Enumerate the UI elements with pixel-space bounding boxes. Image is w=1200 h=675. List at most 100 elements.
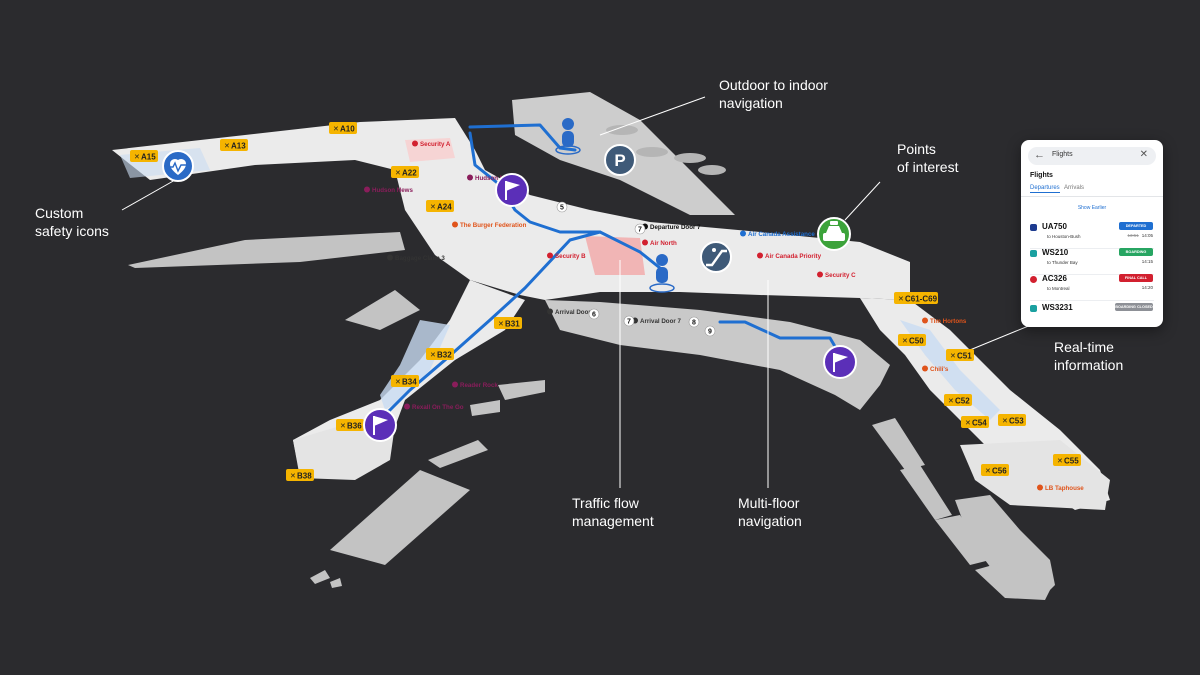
gate-label: C50 — [909, 337, 924, 346]
flight-row[interactable]: WS210 to Thunder Bay BOARDING 14:15 — [1021, 245, 1163, 275]
flight-number: WS210 — [1042, 248, 1069, 257]
place-label: LB Taphouse — [1045, 485, 1084, 492]
show-earlier-link[interactable]: Show Earlier — [1077, 205, 1107, 211]
gate-label: C53 — [1009, 417, 1024, 426]
gate-badge-c56[interactable]: ✕C56 — [981, 464, 1009, 476]
place-hudson-news[interactable]: Hudson News — [467, 174, 516, 183]
plane-icon: ✕ — [1057, 457, 1063, 465]
plane-icon: ✕ — [333, 125, 339, 133]
taxi-icon[interactable] — [817, 217, 851, 251]
place-label: Tim Hortons — [930, 318, 967, 325]
gate-label: B31 — [505, 320, 520, 329]
person-icon[interactable] — [649, 254, 675, 293]
gate-badge-b31[interactable]: ✕B31 — [494, 317, 522, 329]
place-air-north[interactable]: Air North — [642, 239, 677, 248]
flag-icon[interactable] — [495, 173, 529, 207]
place-lb-taphouse[interactable]: LB Taphouse — [1037, 484, 1084, 493]
close-icon[interactable]: ✕ — [1139, 149, 1148, 160]
place-baggage-claim-3[interactable]: Baggage Claim 3 — [387, 254, 445, 263]
place-security-b[interactable]: Security B — [547, 252, 586, 261]
gate-badge-a22[interactable]: ✕A22 — [391, 166, 419, 178]
gate-badge-a15[interactable]: ✕A15 — [130, 150, 158, 162]
place-label: Chili's — [930, 366, 949, 373]
back-arrow-icon[interactable]: ← — [1034, 149, 1045, 161]
tab-departures[interactable]: Departures — [1030, 185, 1060, 193]
flight-time: 14:20 — [1141, 285, 1153, 290]
flight-destination: to Montreal — [1047, 286, 1070, 291]
gate-badge-c55[interactable]: ✕C55 — [1053, 454, 1081, 466]
gate-badge-c51[interactable]: ✕C51 — [946, 349, 974, 361]
place-the-burger-federation[interactable]: The Burger Federation — [452, 221, 527, 230]
callout-multi-floor: Multi-floor navigation — [738, 495, 802, 529]
heart-monitor-icon[interactable] — [162, 150, 194, 182]
place-arrival-door-6[interactable]: Arrival Door 6 — [547, 308, 596, 317]
parking-icon[interactable]: P — [604, 144, 636, 176]
gate-badge-b34[interactable]: ✕B34 — [391, 375, 419, 387]
tab-arrivals[interactable]: Arrivals — [1064, 185, 1085, 191]
gate-label: B36 — [347, 422, 362, 431]
escalator-icon[interactable] — [700, 241, 732, 273]
place-reader-rock[interactable]: Reader Rock — [452, 381, 498, 390]
place-security-a[interactable]: Security A — [412, 140, 451, 149]
door-number-marker: 9 — [704, 325, 716, 337]
gate-badges: ✕A10✕A13✕A15✕A22✕A24✕B31✕B32✕B34✕B36✕B38… — [130, 122, 1081, 481]
plane-icon: ✕ — [430, 351, 436, 359]
place-chili-s[interactable]: Chili's — [922, 365, 949, 374]
plane-icon: ✕ — [395, 169, 401, 177]
place-tim-hortons[interactable]: Tim Hortons — [922, 317, 967, 326]
svg-text:8: 8 — [692, 320, 696, 327]
plane-icon: ✕ — [985, 467, 991, 475]
gate-badge-c52[interactable]: ✕C52 — [944, 394, 972, 406]
flight-status-badge: DEPARTED — [1119, 222, 1153, 230]
plane-icon: ✕ — [1002, 417, 1008, 425]
place-label: Air North — [650, 240, 677, 247]
place-arrival-door-7[interactable]: Arrival Door 7 — [632, 317, 681, 326]
airline-logo-icon — [1030, 224, 1037, 231]
flight-new-time: 14:05 — [1141, 233, 1153, 238]
gate-badge-c53[interactable]: ✕C53 — [998, 414, 1026, 426]
gate-label: A10 — [340, 125, 355, 134]
gate-label: C56 — [992, 467, 1007, 476]
place-hudson-news[interactable]: Hudson News — [364, 186, 413, 195]
flag-icon[interactable] — [363, 408, 397, 442]
flight-number: AC326 — [1042, 274, 1067, 283]
callout-points-of-interest: Points of interest — [897, 141, 959, 175]
flight-row[interactable]: AC326 to Montreal FINAL CALL 14:20 — [1021, 271, 1163, 301]
flag-icon[interactable] — [823, 345, 857, 379]
flight-status-badge: BOARDING — [1119, 248, 1153, 256]
flights-search-bar[interactable]: ← Flights ✕ — [1028, 147, 1156, 165]
place-rexall-on-the-go[interactable]: Rexall On The Go — [404, 403, 464, 412]
gate-badge-c61-c69[interactable]: ✕C61-C69 — [894, 292, 938, 304]
svg-text:P: P — [614, 151, 625, 170]
gate-badge-c50[interactable]: ✕C50 — [898, 334, 926, 346]
place-security-c[interactable]: Security C — [817, 271, 856, 280]
flights-panel-title: Flights — [1030, 172, 1053, 179]
plane-icon: ✕ — [898, 295, 904, 303]
flight-row[interactable]: WS3231 BOARDING CLOSED — [1021, 300, 1163, 322]
plane-icon: ✕ — [430, 203, 436, 211]
flights-panel[interactable]: ← Flights ✕ Flights Departures Arrivals … — [1021, 140, 1163, 327]
place-departure-door-7[interactable]: Departure Door 7 — [642, 223, 701, 232]
gate-badge-a13[interactable]: ✕A13 — [220, 139, 248, 151]
gate-badge-a24[interactable]: ✕A24 — [426, 200, 454, 212]
person-icon[interactable] — [555, 118, 581, 155]
flight-destination: to Houston-Bush — [1047, 234, 1081, 239]
flight-status-badge: FINAL CALL — [1119, 274, 1153, 282]
gate-badge-b38[interactable]: ✕B38 — [286, 469, 314, 481]
gate-badge-c54[interactable]: ✕C54 — [961, 416, 989, 428]
flight-status-badge: BOARDING CLOSED — [1115, 303, 1153, 311]
place-air-canada-priority[interactable]: Air Canada Priority — [757, 252, 822, 261]
door-number-marker: 6 — [588, 308, 600, 320]
gate-label: A22 — [402, 169, 417, 178]
flight-destination: to Thunder Bay — [1047, 260, 1078, 265]
place-air-canada-assistance[interactable]: Air Canada Assistance — [740, 230, 815, 239]
callout-realtime-information: Real-time information — [1054, 339, 1124, 373]
place-label: Departure Door 7 — [650, 224, 701, 231]
gate-badge-a10[interactable]: ✕A10 — [329, 122, 357, 134]
gate-badge-b36[interactable]: ✕B36 — [336, 419, 364, 431]
flight-number: WS3231 — [1042, 303, 1073, 312]
gate-badge-b32[interactable]: ✕B32 — [426, 348, 454, 360]
